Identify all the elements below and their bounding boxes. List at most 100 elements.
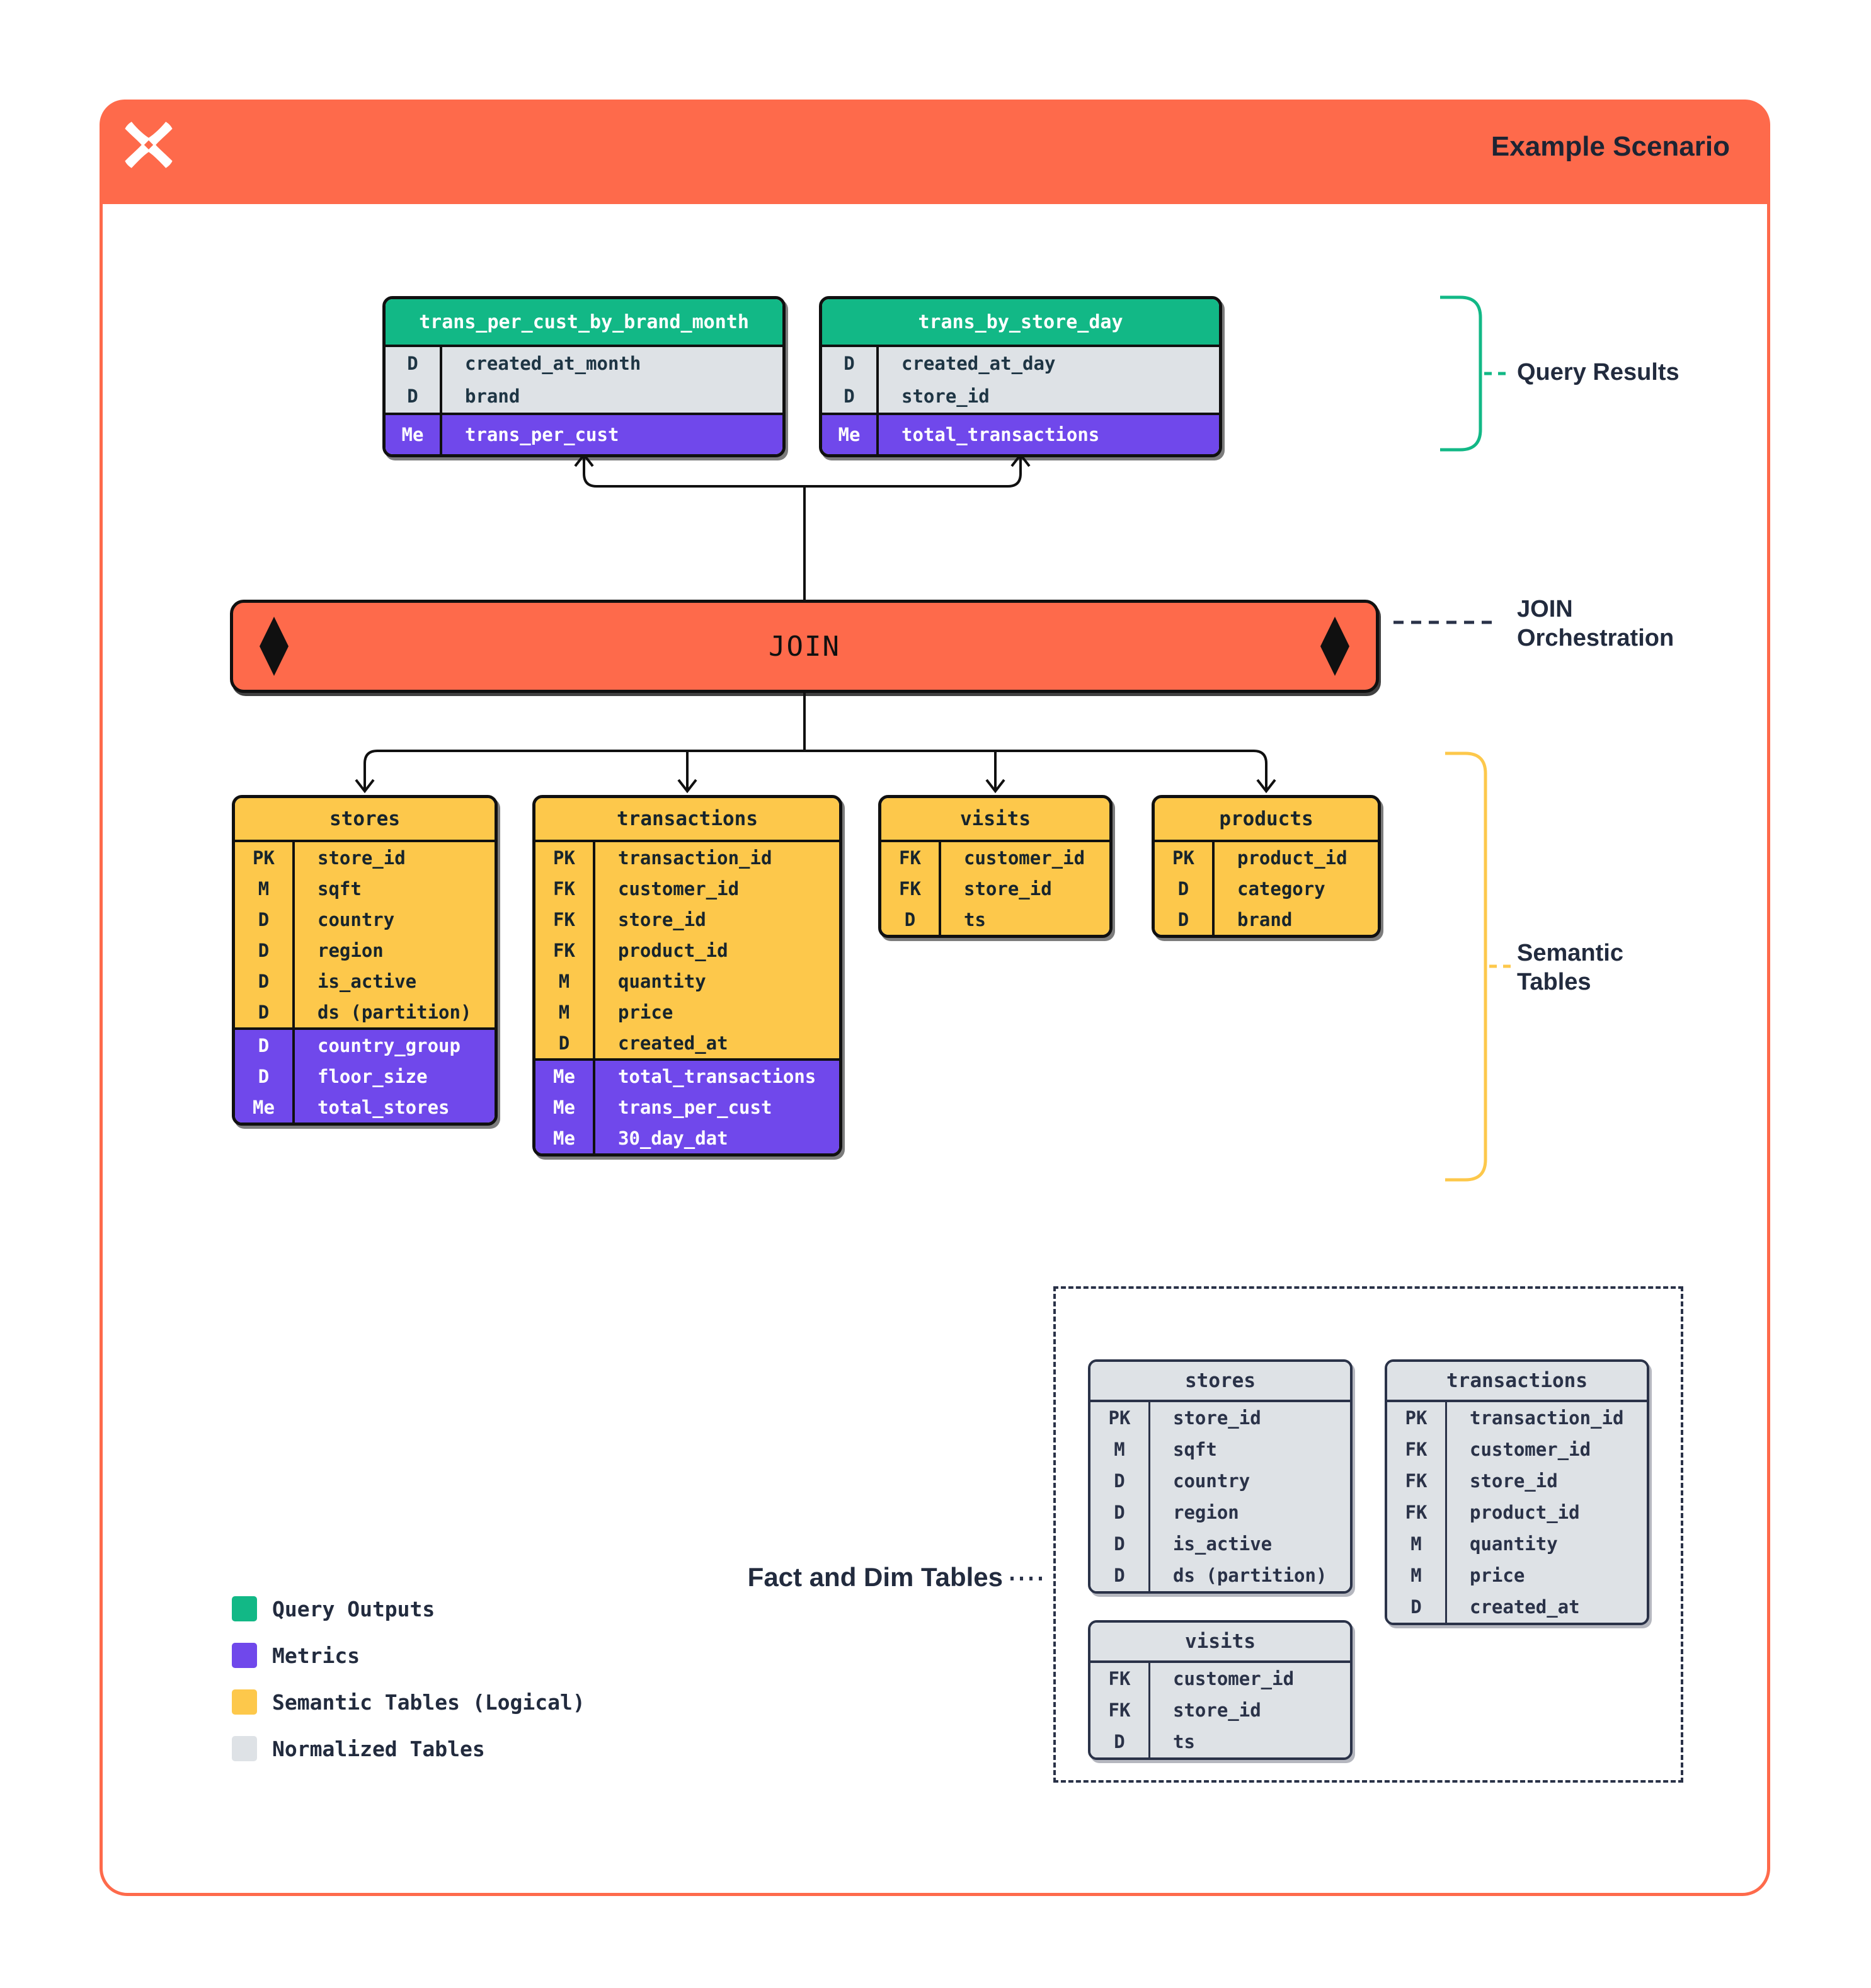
fact-dim-tables-box xyxy=(1053,1286,1683,1783)
legend-swatch xyxy=(232,1596,257,1621)
column-type-badge: D xyxy=(235,904,295,935)
pinwheel-x-logo-icon xyxy=(125,122,173,168)
column-type-badge: D xyxy=(1090,1726,1150,1757)
column-name: price xyxy=(1470,1565,1525,1586)
table-row: D region xyxy=(1090,1497,1350,1528)
column-type-badge: FK xyxy=(535,873,595,904)
table-column-rows: PK store_id M sqft D country D region D … xyxy=(1090,1402,1350,1591)
column-name: region xyxy=(1173,1502,1239,1523)
table-header: products xyxy=(1155,798,1378,842)
table-row: D brand xyxy=(1155,904,1378,935)
column-name: total_stores xyxy=(318,1096,450,1118)
column-name: store_id xyxy=(1173,1407,1261,1429)
column-name: product_id xyxy=(1237,847,1347,869)
column-type-badge: D xyxy=(386,347,442,380)
column-type-badge: FK xyxy=(1387,1497,1447,1528)
table-row: D category xyxy=(1155,873,1378,904)
column-type-badge: D xyxy=(822,347,879,380)
column-type-badge: Me xyxy=(822,415,879,454)
table-row: FK product_id xyxy=(535,935,839,966)
normalized-table-transactions: transactions PK transaction_id FK custom… xyxy=(1385,1359,1649,1625)
table-header: visits xyxy=(1090,1623,1350,1663)
legend-label: Metrics xyxy=(272,1643,360,1668)
table-row: Me trans_per_cust xyxy=(386,415,782,454)
column-type-badge: D xyxy=(822,380,879,413)
semantic-table-products: products PK product_id D category D bran… xyxy=(1152,795,1381,938)
diamond-icon xyxy=(260,617,289,676)
semantic-table-stores: stores PK store_id M sqft D country D re… xyxy=(232,795,498,1126)
column-type-badge: M xyxy=(1387,1528,1447,1560)
table-row: FK store_id xyxy=(1090,1694,1350,1726)
query-results-annotation: Query Results xyxy=(1517,359,1679,386)
column-name: category xyxy=(1237,877,1325,900)
column-name: region xyxy=(318,939,384,961)
column-name: trans_per_cust xyxy=(465,424,619,445)
column-type-badge: D xyxy=(1090,1528,1150,1560)
table-row: PK store_id xyxy=(1090,1402,1350,1434)
column-name: transaction_id xyxy=(618,847,772,869)
query-table-trans-per-cust-by-brand-month: trans_per_cust_by_brand_month D created_… xyxy=(382,296,786,457)
column-type-badge: FK xyxy=(1090,1663,1150,1694)
table-row: PK transaction_id xyxy=(535,842,839,873)
table-row: D is_active xyxy=(235,966,495,997)
column-name: is_active xyxy=(1173,1533,1273,1555)
legend-item: Query Outputs xyxy=(232,1596,585,1621)
table-row: D ts xyxy=(881,904,1109,935)
table-column-rows: FK customer_id FK store_id D ts xyxy=(881,842,1109,935)
column-name: ts xyxy=(964,908,986,930)
column-name: store_id xyxy=(1470,1470,1558,1492)
table-column-rows: PK transaction_id FK customer_id FK stor… xyxy=(1387,1402,1647,1623)
column-type-badge: D xyxy=(1155,904,1215,935)
column-type-badge: M xyxy=(1090,1434,1150,1465)
column-type-badge: FK xyxy=(1387,1465,1447,1497)
column-type-badge: D xyxy=(1090,1560,1150,1591)
column-name: brand xyxy=(1237,908,1293,930)
table-row: D ts xyxy=(1090,1726,1350,1757)
column-type-badge: PK xyxy=(1155,842,1215,873)
column-type-badge: D xyxy=(235,1030,295,1061)
semantic-table-transactions: transactions PK transaction_id FK custom… xyxy=(532,795,842,1157)
table-header: transactions xyxy=(535,798,839,842)
table-row: PK store_id xyxy=(235,842,495,873)
column-type-badge: D xyxy=(1090,1497,1150,1528)
join-orchestration-annotation: JOIN Orchestration xyxy=(1517,596,1674,651)
column-type-badge: FK xyxy=(1090,1694,1150,1726)
table-row: D created_at_month xyxy=(386,347,782,380)
column-name: customer_id xyxy=(618,877,740,900)
column-name: transaction_id xyxy=(1470,1407,1624,1429)
legend-label: Semantic Tables (Logical) xyxy=(272,1689,585,1715)
column-name: quantity xyxy=(1470,1533,1558,1555)
column-type-badge: D xyxy=(235,1061,295,1092)
column-type-badge: Me xyxy=(535,1092,595,1123)
page-title: Example Scenario xyxy=(1491,131,1730,162)
table-row: M price xyxy=(535,997,839,1027)
diamond-icon xyxy=(1320,617,1349,676)
table-column-rows: FK customer_id FK store_id D ts xyxy=(1090,1663,1350,1757)
table-row: D created_at xyxy=(1387,1591,1647,1623)
table-metric-rows: Me total_transactions xyxy=(822,413,1219,454)
table-column-rows: PK store_id M sqft D country D region D … xyxy=(235,842,495,1027)
table-row: D region xyxy=(235,935,495,966)
table-dimension-rows: D created_at_month D brand xyxy=(386,347,782,413)
column-name: store_id xyxy=(901,386,990,407)
column-type-badge: Me xyxy=(535,1061,595,1092)
table-row: D brand xyxy=(386,380,782,413)
column-name: ts xyxy=(1173,1731,1195,1752)
column-type-badge: FK xyxy=(881,842,941,873)
table-row: FK customer_id xyxy=(881,842,1109,873)
table-row: PK product_id xyxy=(1155,842,1378,873)
column-name: is_active xyxy=(318,970,417,992)
column-name: floor_size xyxy=(318,1065,428,1087)
column-name: ds (partition) xyxy=(318,1001,472,1023)
table-header: trans_by_store_day xyxy=(822,299,1219,347)
table-row: FK customer_id xyxy=(535,873,839,904)
column-name: created_at_day xyxy=(901,353,1056,374)
legend-label: Normalized Tables xyxy=(272,1736,485,1761)
semantic-table-visits: visits FK customer_id FK store_id D ts xyxy=(878,795,1113,938)
legend-swatch xyxy=(232,1643,257,1668)
column-type-badge: PK xyxy=(1387,1402,1447,1434)
table-row: M quantity xyxy=(535,966,839,997)
legend: Query Outputs Metrics Semantic Tables (L… xyxy=(232,1596,585,1761)
column-type-badge: M xyxy=(235,873,295,904)
table-row: M sqft xyxy=(235,873,495,904)
